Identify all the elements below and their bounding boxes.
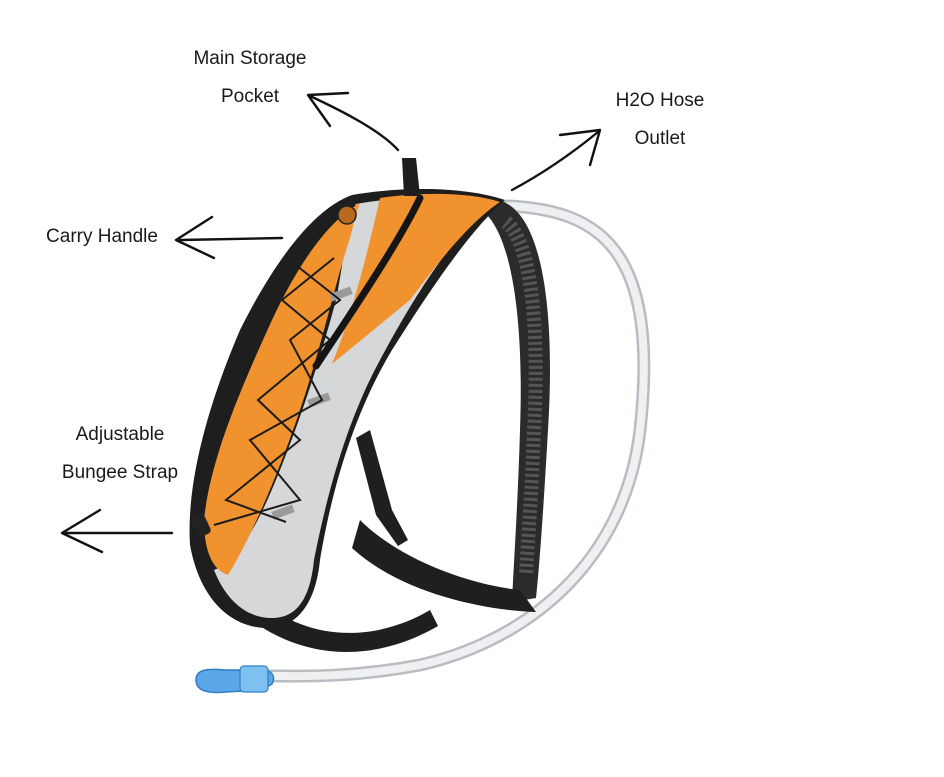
cord-lock bbox=[191, 513, 211, 537]
label-h2o-line2: Outlet bbox=[634, 128, 686, 149]
arrow-carry-handle bbox=[174, 215, 284, 260]
backpack-body bbox=[189, 158, 505, 629]
shoulder-strap bbox=[352, 200, 550, 612]
label-main-storage-pocket: Main Storage Pocket bbox=[160, 40, 340, 116]
label-main-storage-line2: Pocket bbox=[220, 86, 280, 107]
bungee-cord bbox=[213, 257, 342, 526]
label-bungee-line2: Bungee Strap bbox=[61, 462, 179, 483]
arrow-main-storage bbox=[306, 91, 400, 152]
label-h2o-line1: H2O Hose bbox=[615, 90, 705, 111]
lower-straps bbox=[232, 430, 438, 652]
label-carry-handle: Carry Handle bbox=[22, 218, 182, 256]
label-bungee-line1: Adjustable bbox=[75, 424, 165, 445]
bite-valve bbox=[195, 665, 275, 694]
label-main-storage-line1: Main Storage bbox=[193, 48, 307, 69]
hydration-hose bbox=[261, 199, 651, 683]
label-carry-line1: Carry Handle bbox=[46, 226, 158, 247]
label-h2o-hose-outlet: H2O Hose Outlet bbox=[590, 82, 730, 158]
arrow-bungee-strap bbox=[60, 508, 174, 554]
arrow-h2o-hose bbox=[510, 128, 602, 192]
label-adjustable-bungee-strap: Adjustable Bungee Strap bbox=[40, 416, 200, 492]
